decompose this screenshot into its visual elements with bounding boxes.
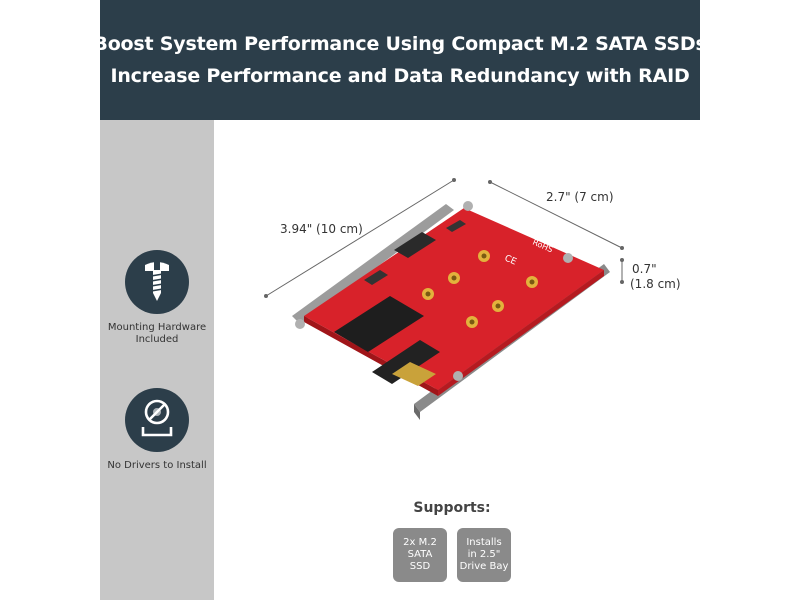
subheadline: Increase Performance and Data Redundancy… <box>110 65 690 87</box>
ce-marking: CE <box>503 254 518 268</box>
screw-icon <box>125 250 189 314</box>
product-illustration: RoHS CE 3.94" (10 cm) 2.7" (7 cm) 0.7" (… <box>214 120 700 480</box>
feature-caption: No Drivers to Install <box>107 460 207 471</box>
no-driver-icon <box>125 388 189 452</box>
headline: Boost System Performance Using Compact M… <box>93 33 707 55</box>
badge-m2-ssd: 2x M.2 SATA SSD <box>393 528 447 582</box>
feature-no-drivers: No Drivers to Install <box>100 388 214 472</box>
dimension-length: 3.94" (10 cm) <box>280 222 363 236</box>
header-banner: Boost System Performance Using Compact M… <box>93 0 707 120</box>
feature-mounting-hardware: Mounting Hardware Included <box>100 250 214 346</box>
dimension-width: 2.7" (7 cm) <box>546 190 614 204</box>
supports-title: Supports: <box>413 500 491 516</box>
badge-label: Installs in 2.5" Drive Bay <box>459 537 509 572</box>
badge-drive-bay: Installs in 2.5" Drive Bay <box>457 528 511 582</box>
badge-label: 2x M.2 SATA SSD <box>403 537 437 572</box>
feature-caption: Mounting Hardware Included <box>107 322 207 345</box>
feature-sidebar: Mounting Hardware Included No Drivers to… <box>100 120 214 600</box>
dimension-height-in: 0.7" <box>632 262 657 276</box>
adapter-board-image: RoHS CE <box>264 178 624 420</box>
dimension-height-cm: (1.8 cm) <box>630 277 681 291</box>
